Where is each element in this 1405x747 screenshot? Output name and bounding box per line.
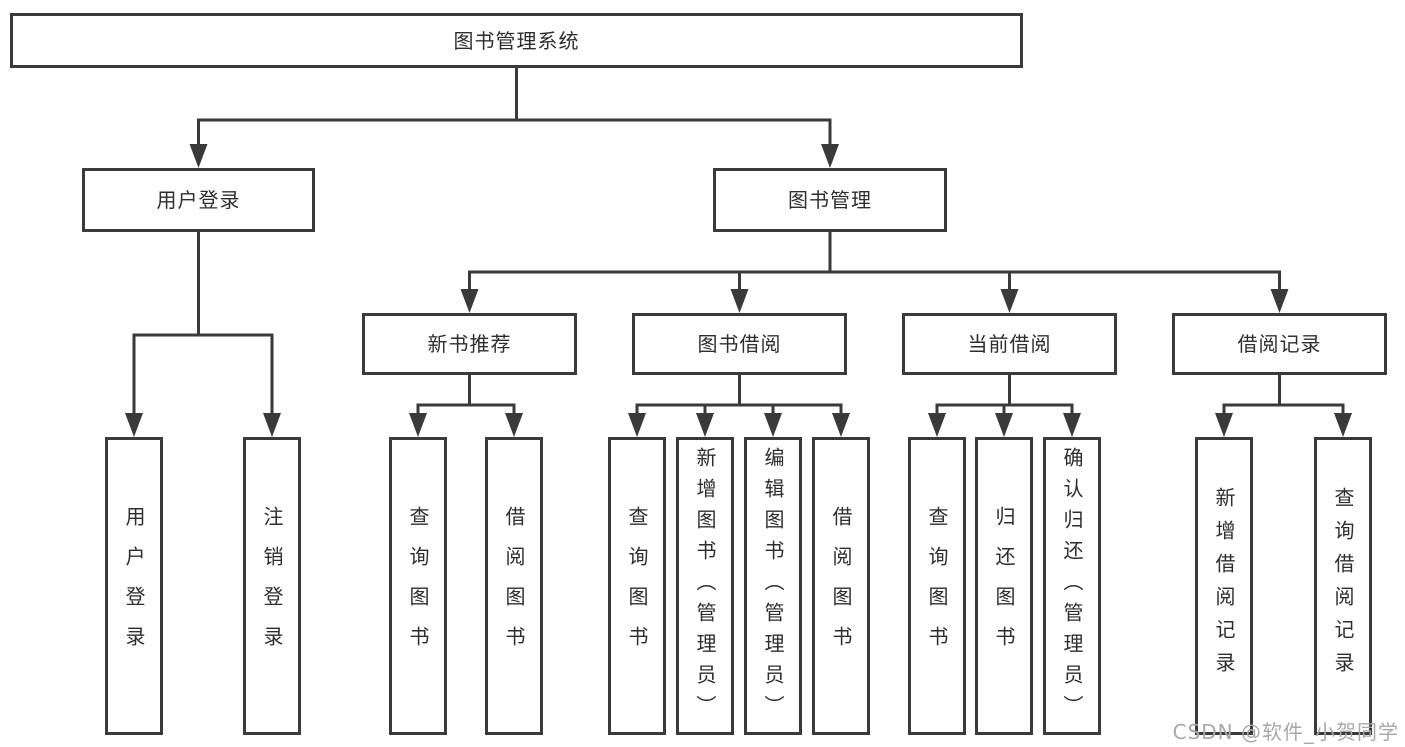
node-root-system: 图书管理系统 xyxy=(10,13,1023,68)
node-query-borrow-record: 查询借阅记录 xyxy=(1314,437,1372,735)
connector-borrow-records-children xyxy=(1215,373,1352,437)
node-new-book-recommend: 新书推荐 xyxy=(362,313,577,375)
csdn-watermark: CSDN @软件_小贺同学 xyxy=(1172,720,1399,744)
node-current-return-books: 归还图书 xyxy=(975,437,1033,735)
node-recommend-borrow-books: 借阅图书 xyxy=(485,437,543,735)
node-current-query-books: 查询图书 xyxy=(908,437,966,735)
connector-current-borrow-children xyxy=(928,373,1081,437)
connector-root-to-level2 xyxy=(189,66,839,168)
connector-new-book-children xyxy=(409,373,523,437)
node-recommend-query-books: 查询图书 xyxy=(389,437,447,735)
node-user-login: 用户登录 xyxy=(82,168,315,232)
connector-user-login-children xyxy=(125,230,281,437)
node-borrow-borrow-books: 借阅图书 xyxy=(812,437,870,735)
node-borrow-add-books-admin: 新增图书（管理员） xyxy=(676,437,734,735)
node-current-confirm-return-admin: 确认归还（管理员） xyxy=(1043,437,1101,735)
node-logout: 注销登录 xyxy=(243,437,301,735)
node-do-user-login: 用户登录 xyxy=(105,437,163,735)
node-add-borrow-record: 新增借阅记录 xyxy=(1195,437,1253,735)
node-book-management: 图书管理 xyxy=(713,168,947,232)
node-borrow-records: 借阅记录 xyxy=(1172,313,1387,375)
connector-book-borrow-children xyxy=(628,373,850,437)
node-current-borrow: 当前借阅 xyxy=(902,313,1117,375)
node-borrow-query-books: 查询图书 xyxy=(608,437,666,735)
node-borrow-edit-books-admin: 编辑图书（管理员） xyxy=(744,437,802,735)
node-book-borrow: 图书借阅 xyxy=(632,313,847,375)
connector-book-management-children xyxy=(460,230,1289,313)
